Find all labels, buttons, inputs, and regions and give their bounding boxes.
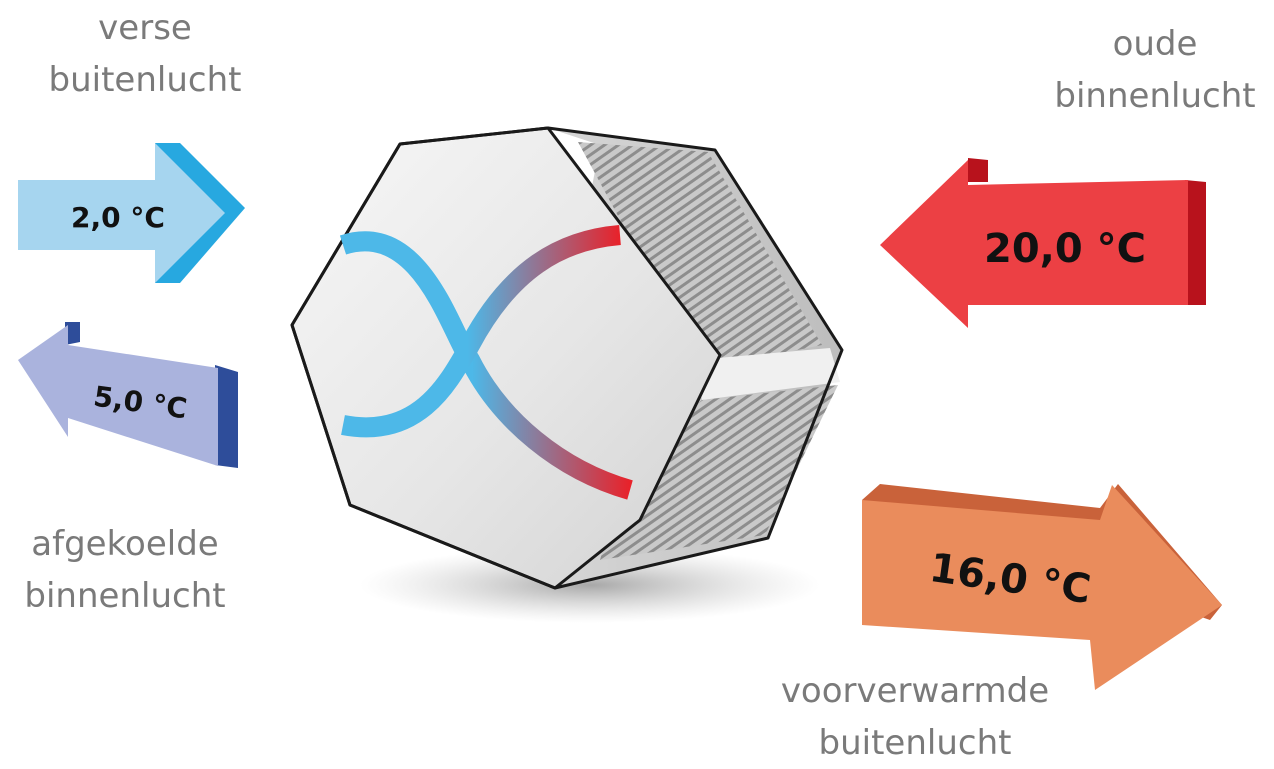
fresh-air-caption-line-2: buitenlucht <box>48 60 242 100</box>
exchanger-fins-bottom <box>600 385 838 560</box>
fresh-air-arrow: 2,0 °C <box>18 143 245 283</box>
preheated-air-caption-line-1: voorverwarmde <box>780 671 1050 711</box>
preheated-air-caption-line-2: buitenlucht <box>818 723 1012 763</box>
cooled-exhaust-caption: afgekoelde binnenlucht <box>0 518 250 622</box>
old-indoor-caption-line-2: binnenlucht <box>1054 76 1256 116</box>
cooled-exhaust-arrow-edge <box>215 365 238 468</box>
cooled-exhaust-arrow-tail <box>65 322 80 345</box>
old-indoor-caption-line-1: oude <box>1112 24 1198 64</box>
fresh-air-caption-line-1: verse <box>98 8 192 48</box>
old-indoor-arrow: 20,0 °C <box>880 158 1206 328</box>
cooled-exhaust-arrow-body <box>18 325 218 466</box>
cooled-exhaust-caption-line-1: afgekoelde <box>31 524 219 564</box>
old-indoor-arrow-body <box>880 160 1188 328</box>
warm-flow-curve <box>341 225 621 438</box>
old-indoor-temperature: 20,0 °C <box>984 226 1146 272</box>
preheated-air-caption: voorverwarmde buitenlucht <box>750 665 1080 769</box>
cooled-exhaust-arrow: 5,0 °C <box>18 322 238 468</box>
cooled-exhaust-caption-line-2: binnenlucht <box>24 576 226 616</box>
exchanger-shadow <box>360 547 820 623</box>
fresh-air-arrow-body <box>18 143 225 283</box>
preheated-air-arrow: 16,0 °C <box>862 484 1222 690</box>
old-indoor-arrow-edge <box>1185 180 1206 305</box>
fresh-air-caption: verse buitenlucht <box>0 2 290 106</box>
fresh-air-temperature: 2,0 °C <box>71 201 165 234</box>
preheated-air-arrow-body <box>862 485 1222 690</box>
exchanger-outline <box>290 126 844 590</box>
exchanger-band <box>695 348 840 400</box>
old-indoor-arrow-tail <box>968 158 988 182</box>
heat-exchanger <box>290 126 844 623</box>
exchanger-fins-top <box>578 142 822 370</box>
old-indoor-caption: oude binnenlucht <box>1020 18 1274 122</box>
